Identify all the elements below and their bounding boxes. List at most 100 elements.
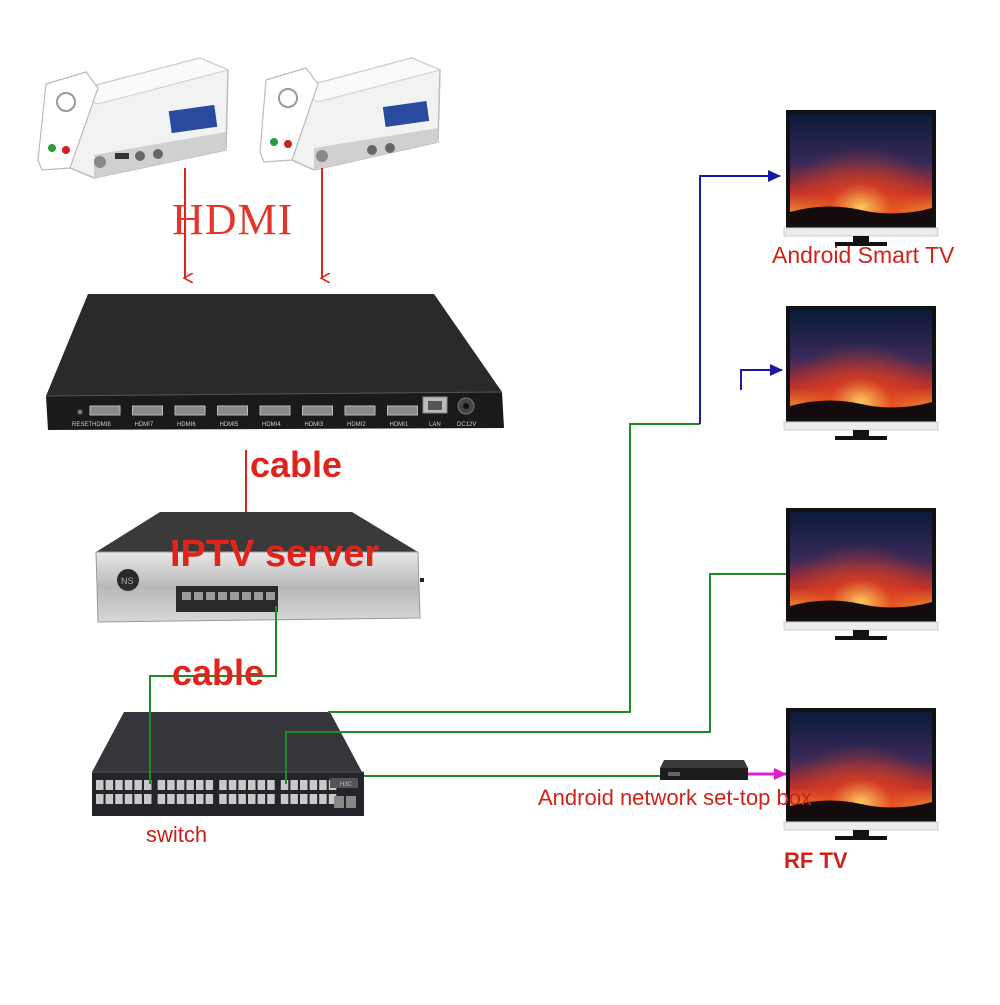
- switch-port: [124, 794, 133, 804]
- switch-port: [96, 794, 104, 804]
- switch-port: [309, 794, 318, 804]
- hdmi-port-label: HDMI6: [177, 422, 196, 428]
- switch-label: switch: [146, 822, 208, 847]
- television-2: [783, 306, 939, 440]
- hdmi-port-label: HDMI1: [390, 422, 409, 428]
- switch-port: [134, 780, 142, 790]
- iptv-server: NS: [95, 512, 424, 623]
- hdmi-port-label: HDMI8: [92, 422, 111, 428]
- switch-port: [167, 794, 175, 804]
- hdmi-port: [132, 405, 163, 416]
- server-ethernet-port: [194, 592, 203, 600]
- switch-port: [176, 794, 185, 804]
- reset-label: RESET: [72, 422, 92, 428]
- switch-port: [196, 780, 204, 790]
- switch-port: [290, 780, 298, 790]
- switch-port: [115, 794, 123, 804]
- switch-port: [238, 780, 246, 790]
- hdmi-port: [259, 405, 291, 416]
- switch-port: [186, 780, 194, 790]
- hdmi-encoder: HDMI8 HDMI7 HDMI6 HDMI5 HDMI4 HDMI3 HDMI2 HDMI1…: [45, 294, 504, 430]
- rf-tv-label: RF TV: [784, 848, 848, 873]
- switch-port: [176, 780, 185, 790]
- ethernet-cables: [149, 423, 786, 784]
- switch-port: [248, 780, 256, 790]
- switch-port: [134, 794, 142, 804]
- cable-label-top: cable: [250, 444, 343, 485]
- iptv-server-label: IPTV server: [170, 533, 380, 575]
- server-ethernet-port: [230, 592, 239, 600]
- switch-port: [328, 794, 337, 804]
- line-to-smart-tv-2: [740, 364, 783, 390]
- switch-sfp-port: [334, 796, 344, 808]
- hdmi-port: [89, 405, 121, 416]
- switch-port: [96, 780, 104, 790]
- switch-port: [309, 780, 318, 790]
- svg-text:NS: NS: [121, 576, 134, 586]
- cable-switch-to-tv3: [285, 573, 786, 784]
- server-ethernet-port: [182, 592, 191, 600]
- android-smart-tv-label: Android Smart TV: [772, 242, 955, 268]
- switch-port: [300, 780, 308, 790]
- switch-port: [144, 794, 152, 804]
- switch-port: [238, 794, 246, 804]
- television-3: [783, 508, 939, 640]
- server-ethernet-port: [266, 592, 275, 600]
- hdmi-port: [217, 405, 248, 416]
- switch-port: [124, 780, 133, 790]
- switch-port: [228, 794, 237, 804]
- cable-switch-to-blue-net: [328, 423, 700, 713]
- switch-sfp-port: [346, 796, 356, 808]
- switch-port: [228, 780, 237, 790]
- switch-port: [157, 794, 166, 804]
- switch-port: [157, 780, 166, 790]
- set-top-box-source-2: [259, 57, 442, 171]
- switch-port: [319, 780, 327, 790]
- switch-port: [290, 794, 298, 804]
- switch-port: [205, 780, 214, 790]
- hdmi-port-label: HDMI5: [220, 422, 239, 428]
- hdmi-port-label: HDMI4: [262, 422, 281, 428]
- switch-port: [267, 780, 275, 790]
- cable-label-bottom: cable: [172, 652, 265, 693]
- switch-port: [167, 780, 175, 790]
- switch-port: [248, 794, 256, 804]
- cable-server-to-switch: [149, 606, 277, 784]
- switch-port: [144, 780, 152, 790]
- television-4: [783, 708, 939, 840]
- network-to-smart-tvs: [699, 170, 783, 424]
- network-switch: H3C: [92, 712, 364, 816]
- switch-port: [219, 794, 227, 804]
- television-1: [783, 110, 939, 246]
- hdmi-port: [344, 405, 376, 416]
- lan-port-label: LAN: [429, 422, 441, 428]
- switch-port: [300, 794, 308, 804]
- switch-port: [115, 780, 123, 790]
- switch-port: [257, 780, 266, 790]
- switch-port: [196, 794, 204, 804]
- set-top-box-label: Android network set-top box: [538, 785, 812, 810]
- android-set-top-box: [660, 760, 748, 780]
- server-ethernet-port: [218, 592, 227, 600]
- hdmi-port-label: HDMI2: [347, 422, 366, 428]
- switch-port: [105, 780, 114, 790]
- hdmi-port: [302, 405, 333, 416]
- switch-port: [257, 794, 266, 804]
- set-top-box-source-1: [37, 57, 230, 179]
- hdmi-label: HDMI: [172, 195, 294, 244]
- hdmi-port-label: HDMI3: [305, 422, 324, 428]
- switch-port: [280, 794, 289, 804]
- switch-port: [105, 794, 114, 804]
- switch-port: [186, 794, 194, 804]
- hdmi-port-label: HDMI7: [135, 422, 154, 428]
- switch-port: [219, 780, 227, 790]
- server-ethernet-port: [242, 592, 251, 600]
- svg-text:H3C: H3C: [340, 782, 353, 788]
- hdmi-port: [174, 405, 206, 416]
- switch-port: [319, 794, 327, 804]
- line-to-smart-tv-1: [699, 170, 781, 424]
- switch-port: [205, 794, 214, 804]
- switch-port: [267, 794, 275, 804]
- switch-port: [280, 780, 289, 790]
